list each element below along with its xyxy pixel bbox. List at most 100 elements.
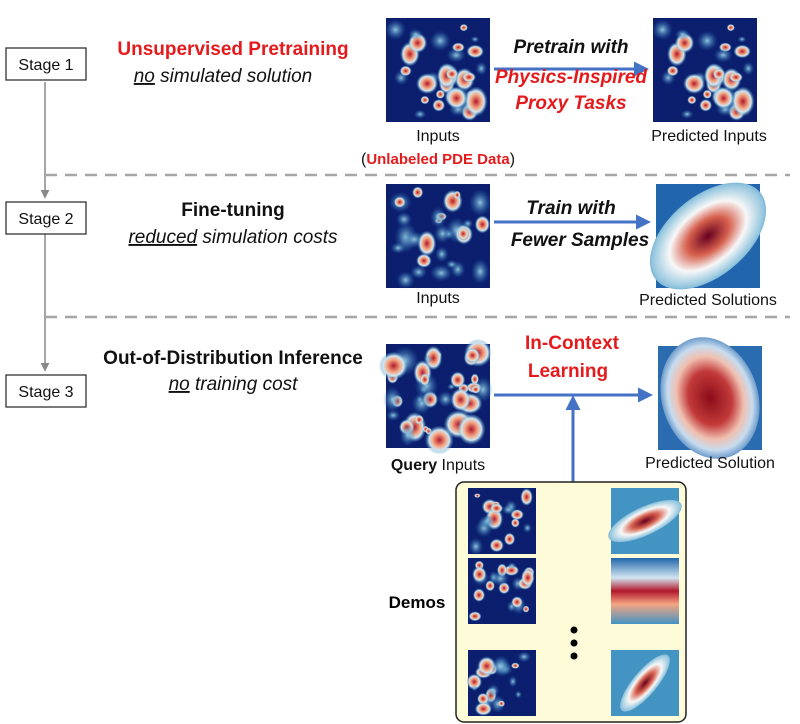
stage-3-subtitle-emphasis: no [169,374,190,395]
unlabeled-pde-data-label: Unlabeled PDE Data [366,151,510,168]
stage-2-arrow-label-2: Fewer Samples [511,230,649,251]
stage-1-data-note: (Unlabeled PDE Data) [361,151,515,168]
stage-2-output-caption: Predicted Solutions [639,292,777,309]
texture-blob [412,186,424,199]
texture-blob [435,246,449,263]
stage-2-output-heatmap [649,182,767,290]
texture-blob [432,99,446,112]
texture-blob [399,65,412,77]
texture-blob [464,347,481,364]
stage-3-query-heatmap [378,338,493,455]
texture-blob [396,271,415,289]
demo-solution-3 [611,650,679,716]
stage-1-arrow-label-3: Proxy Tasks [515,93,626,114]
texture-blob [675,28,690,40]
texture-blob [393,196,406,208]
texture-blob [450,387,471,412]
stage-3-arrow-label-2: Learning [528,361,608,382]
texture-blob [395,211,413,227]
stage-2-subtitle-emphasis: reduced [128,227,198,248]
texture-blob [410,265,428,279]
stage-1-subtitle-emphasis: no [134,66,155,87]
texture-blob [416,253,432,268]
texture-blob [696,30,718,51]
texture-blob [424,425,454,455]
texture-blob [420,95,430,105]
texture-blob [652,19,673,41]
texture-blob [491,570,510,587]
texture-blob [477,656,497,676]
texture-blob [468,537,484,556]
texture-blob [446,87,468,110]
texture-blob [474,702,493,716]
texture-blob [419,373,430,386]
stage-3-subtitle-rest: training cost [190,374,298,395]
texture-blob [416,73,439,94]
texture-blob [437,390,454,408]
texture-blob [687,95,697,105]
texture-blob [471,258,490,285]
texture-blob [508,675,518,688]
texture-blob [469,188,492,217]
texture-blob [472,588,486,602]
texture-blob [699,99,713,112]
stage-3-subtitle: no training cost [169,374,299,395]
stage-2-box: Stage 2 [5,201,87,235]
texture-blob [497,700,506,707]
stage-3-arrow-label-1: In-Context [525,333,620,354]
texture-blob [517,651,532,663]
texture-blob [511,662,520,669]
texture-blob [520,488,533,506]
texture-blob [474,215,491,234]
texture-blob [491,657,510,675]
texture-blob [702,89,712,100]
texture-blob [445,259,458,269]
texture-blob [383,386,402,413]
demo-solution-1 [608,488,682,554]
texture-blob [683,73,706,94]
texture-blob [514,690,523,699]
texture-blob [728,72,744,83]
texture-blob [386,409,401,421]
ellipsis-dots [570,626,578,660]
texture-blob [733,44,751,59]
texture-blob [507,562,517,569]
stage-3-box: Stage 3 [5,374,87,408]
stage-3-label: Stage 3 [18,384,73,401]
texture-blob [471,685,478,692]
texture-blob [468,611,482,622]
stage-3-output-caption: Predicted Solution [645,455,775,472]
texture-blob [446,47,466,63]
texture-blob [453,190,461,200]
demo-input-1 [468,488,536,556]
texture-blob [457,227,470,241]
stage-1-arrow-label-1: Pretrain with [513,37,628,58]
stage-2-subtitle: reduced simulation costs [128,227,338,248]
stage-2-input-heatmap [386,184,492,289]
texture-blob [430,264,453,282]
texture-blob [435,89,445,100]
texture-blob [713,47,733,63]
texture-blob [413,109,427,119]
stage-3-title: Out-of-Distribution Inference [103,348,363,369]
demo-input-2 [468,558,536,624]
texture-blob [680,109,694,119]
texture-blob [489,538,504,553]
texture-blob [510,518,520,528]
texture-blob [504,532,516,546]
texture-blob [417,230,437,257]
stage-2-arrow-label-1: Train with [526,198,615,219]
demos-label: Demos [389,593,446,612]
texture-blob [430,206,447,229]
texture-blob [450,371,466,389]
texture-blob [503,564,520,576]
texture-blob [731,86,755,117]
stage-3-input-caption: Query Inputs [391,457,485,474]
texture-blob [470,373,479,386]
texture-blob [470,36,480,43]
texture-blob [445,68,459,80]
texture-blob [511,596,523,608]
texture-blob [712,68,726,80]
texture-blob [466,673,483,690]
